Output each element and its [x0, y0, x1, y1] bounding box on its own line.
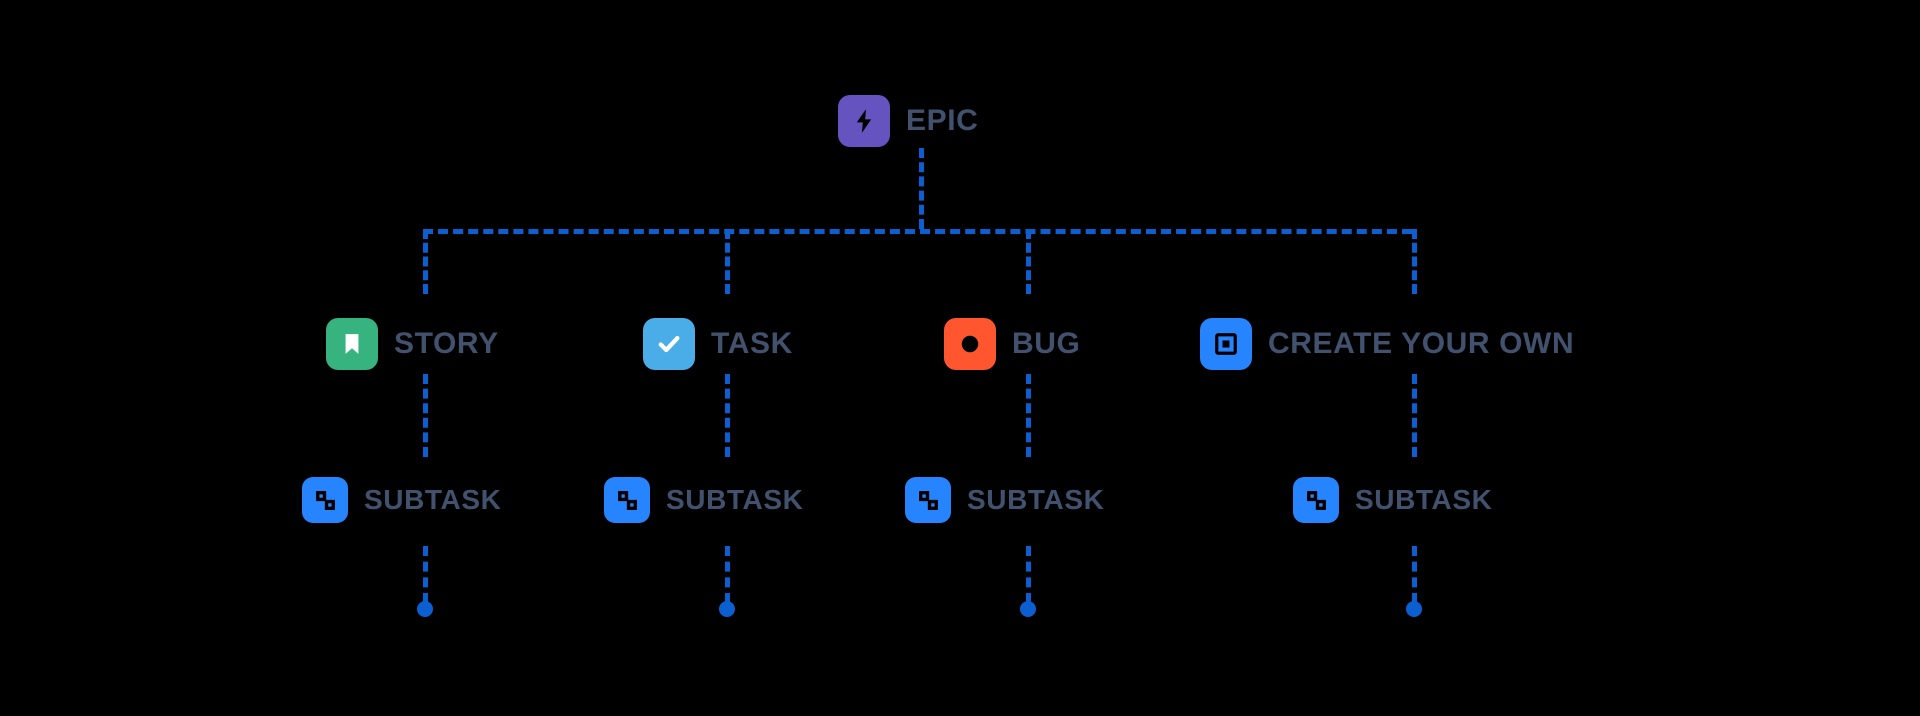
node-subtask-4-label: SUBTASK — [1355, 484, 1493, 515]
connector-story-to-subtask — [423, 374, 428, 457]
node-create-your-own[interactable]: CREATE YOUR OWN — [1200, 318, 1574, 370]
endpoint-dot-2 — [719, 601, 735, 617]
subtask-squares-icon — [604, 477, 650, 523]
connector-bus-to-bug — [1026, 229, 1031, 294]
node-create-your-own-label: CREATE YOUR OWN — [1268, 327, 1575, 360]
node-subtask-3[interactable]: SUBTASK — [905, 477, 1104, 523]
endpoint-dot-1 — [417, 601, 433, 617]
subtask-squares-icon — [905, 477, 951, 523]
connector-task-to-subtask — [725, 374, 730, 457]
node-story[interactable]: STORY — [326, 318, 499, 370]
node-subtask-2-label: SUBTASK — [666, 484, 804, 515]
connector-bug-to-subtask — [1026, 374, 1031, 457]
node-subtask-4[interactable]: SUBTASK — [1293, 477, 1492, 523]
task-check-icon — [643, 318, 695, 370]
node-subtask-1-label: SUBTASK — [364, 484, 502, 515]
connector-subtask-3-to-endpoint — [1026, 546, 1031, 603]
connector-subtask-4-to-endpoint — [1412, 546, 1417, 603]
node-subtask-2[interactable]: SUBTASK — [604, 477, 803, 523]
node-bug[interactable]: BUG — [944, 318, 1080, 370]
node-task[interactable]: TASK — [643, 318, 793, 370]
node-epic-label: EPIC — [906, 104, 979, 137]
connector-bus-to-story — [423, 229, 428, 294]
connector-bus-to-task — [725, 229, 730, 294]
node-subtask-3-label: SUBTASK — [967, 484, 1105, 515]
subtask-squares-icon — [302, 477, 348, 523]
endpoint-dot-4 — [1406, 601, 1422, 617]
node-story-label: STORY — [394, 327, 499, 360]
connector-subtask-2-to-endpoint — [725, 546, 730, 603]
node-bug-label: BUG — [1012, 327, 1081, 360]
endpoint-dot-3 — [1020, 601, 1036, 617]
connector-subtask-1-to-endpoint — [423, 546, 428, 603]
epic-lightning-icon — [838, 95, 890, 147]
bug-circle-icon — [944, 318, 996, 370]
connector-bus-to-create-your-own — [1412, 229, 1417, 294]
connector-epic-trunk — [919, 148, 924, 229]
story-bookmark-icon — [326, 318, 378, 370]
create-your-own-square-icon — [1200, 318, 1252, 370]
subtask-squares-icon — [1293, 477, 1339, 523]
node-subtask-1[interactable]: SUBTASK — [302, 477, 501, 523]
node-task-label: TASK — [711, 327, 793, 360]
connector-create-your-own-to-subtask — [1412, 374, 1417, 457]
node-epic[interactable]: EPIC — [838, 95, 978, 147]
connector-horizontal-bus — [423, 229, 1412, 234]
